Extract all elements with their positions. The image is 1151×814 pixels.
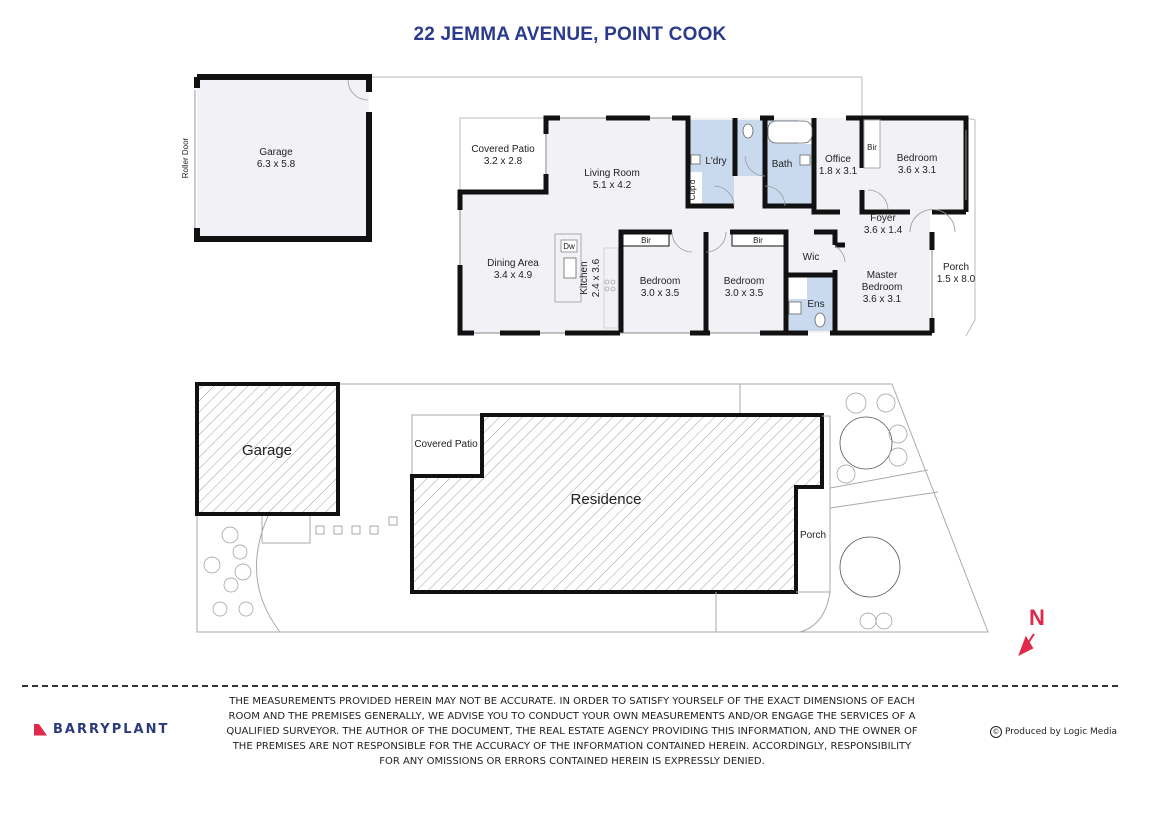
garage-room: Garage 6.3 x 5.8 Roller Door: [181, 74, 372, 242]
svg-text:Cup'd: Cup'd: [688, 180, 697, 201]
svg-text:Bath: Bath: [772, 159, 793, 170]
svg-text:Dining Area: Dining Area: [487, 258, 539, 269]
svg-text:Roller Door: Roller Door: [181, 137, 190, 178]
north-label: N: [1029, 605, 1045, 630]
svg-text:Foyer: Foyer: [870, 213, 896, 224]
svg-text:3.6 x 3.1: 3.6 x 3.1: [898, 165, 937, 176]
svg-text:Wic: Wic: [803, 252, 820, 263]
disclaimer-text: THE MEASUREMENTS PROVIDED HEREIN MAY NOT…: [226, 696, 918, 767]
svg-text:Bedroom: Bedroom: [640, 276, 681, 287]
svg-text:Living Room: Living Room: [584, 168, 640, 179]
svg-text:5.1 x 4.2: 5.1 x 4.2: [593, 180, 632, 191]
svg-text:Ens: Ens: [807, 299, 824, 310]
svg-text:Office: Office: [825, 154, 851, 165]
svg-text:Covered Patio: Covered Patio: [414, 439, 478, 450]
svg-text:Dw: Dw: [563, 242, 575, 251]
svg-text:Covered Patio: Covered Patio: [471, 144, 535, 155]
brand-logo: BARRYPLANT: [34, 722, 169, 737]
svg-text:Residence: Residence: [571, 491, 642, 508]
svg-text:3.0 x 3.5: 3.0 x 3.5: [725, 288, 764, 299]
svg-text:Garage: Garage: [259, 147, 293, 158]
svg-text:Bir: Bir: [641, 236, 651, 245]
svg-text:1.8 x 3.1: 1.8 x 3.1: [819, 166, 858, 177]
svg-text:6.3 x 5.8: 6.3 x 5.8: [257, 159, 296, 170]
svg-text:Porch: Porch: [800, 530, 826, 541]
svg-text:Bedroom: Bedroom: [897, 153, 938, 164]
svg-text:Bedroom: Bedroom: [862, 282, 903, 293]
svg-text:Garage: Garage: [242, 442, 292, 459]
brand-mark-icon: [34, 723, 47, 736]
producer-credit: © Produced by Logic Media: [990, 726, 1117, 738]
copyright-icon: ©: [990, 726, 1002, 738]
svg-text:3.6 x 3.1: 3.6 x 3.1: [863, 294, 902, 305]
svg-text:Bedroom: Bedroom: [724, 276, 765, 287]
svg-text:L'dry: L'dry: [705, 156, 726, 167]
page-title: 22 JEMMA AVENUE, POINT COOK: [413, 24, 727, 45]
site-plan: Garage Covered Patio Residence Porch: [195, 382, 1045, 657]
svg-text:3.6 x 1.4: 3.6 x 1.4: [864, 225, 903, 236]
svg-text:Kitchen: Kitchen: [579, 261, 590, 294]
svg-text:3.0 x 3.5: 3.0 x 3.5: [641, 288, 680, 299]
svg-text:3.2 x 2.8: 3.2 x 2.8: [484, 156, 523, 167]
svg-text:Bir: Bir: [867, 143, 877, 152]
svg-text:Porch: Porch: [943, 262, 969, 273]
svg-text:3.4 x 4.9: 3.4 x 4.9: [494, 270, 533, 281]
floor-plan-drawing: Garage 6.3 x 5.8 Roller Door Covered Pat…: [181, 74, 1045, 657]
svg-text:Bir: Bir: [753, 236, 763, 245]
svg-text:1.5 x 8.0: 1.5 x 8.0: [937, 274, 976, 285]
footer-divider: [22, 685, 1118, 687]
svg-text:2.4 x 3.6: 2.4 x 3.6: [591, 258, 602, 297]
svg-text:Master: Master: [867, 270, 898, 281]
north-arrow-icon: [1018, 633, 1035, 657]
covered-patio-area: [459, 117, 547, 193]
